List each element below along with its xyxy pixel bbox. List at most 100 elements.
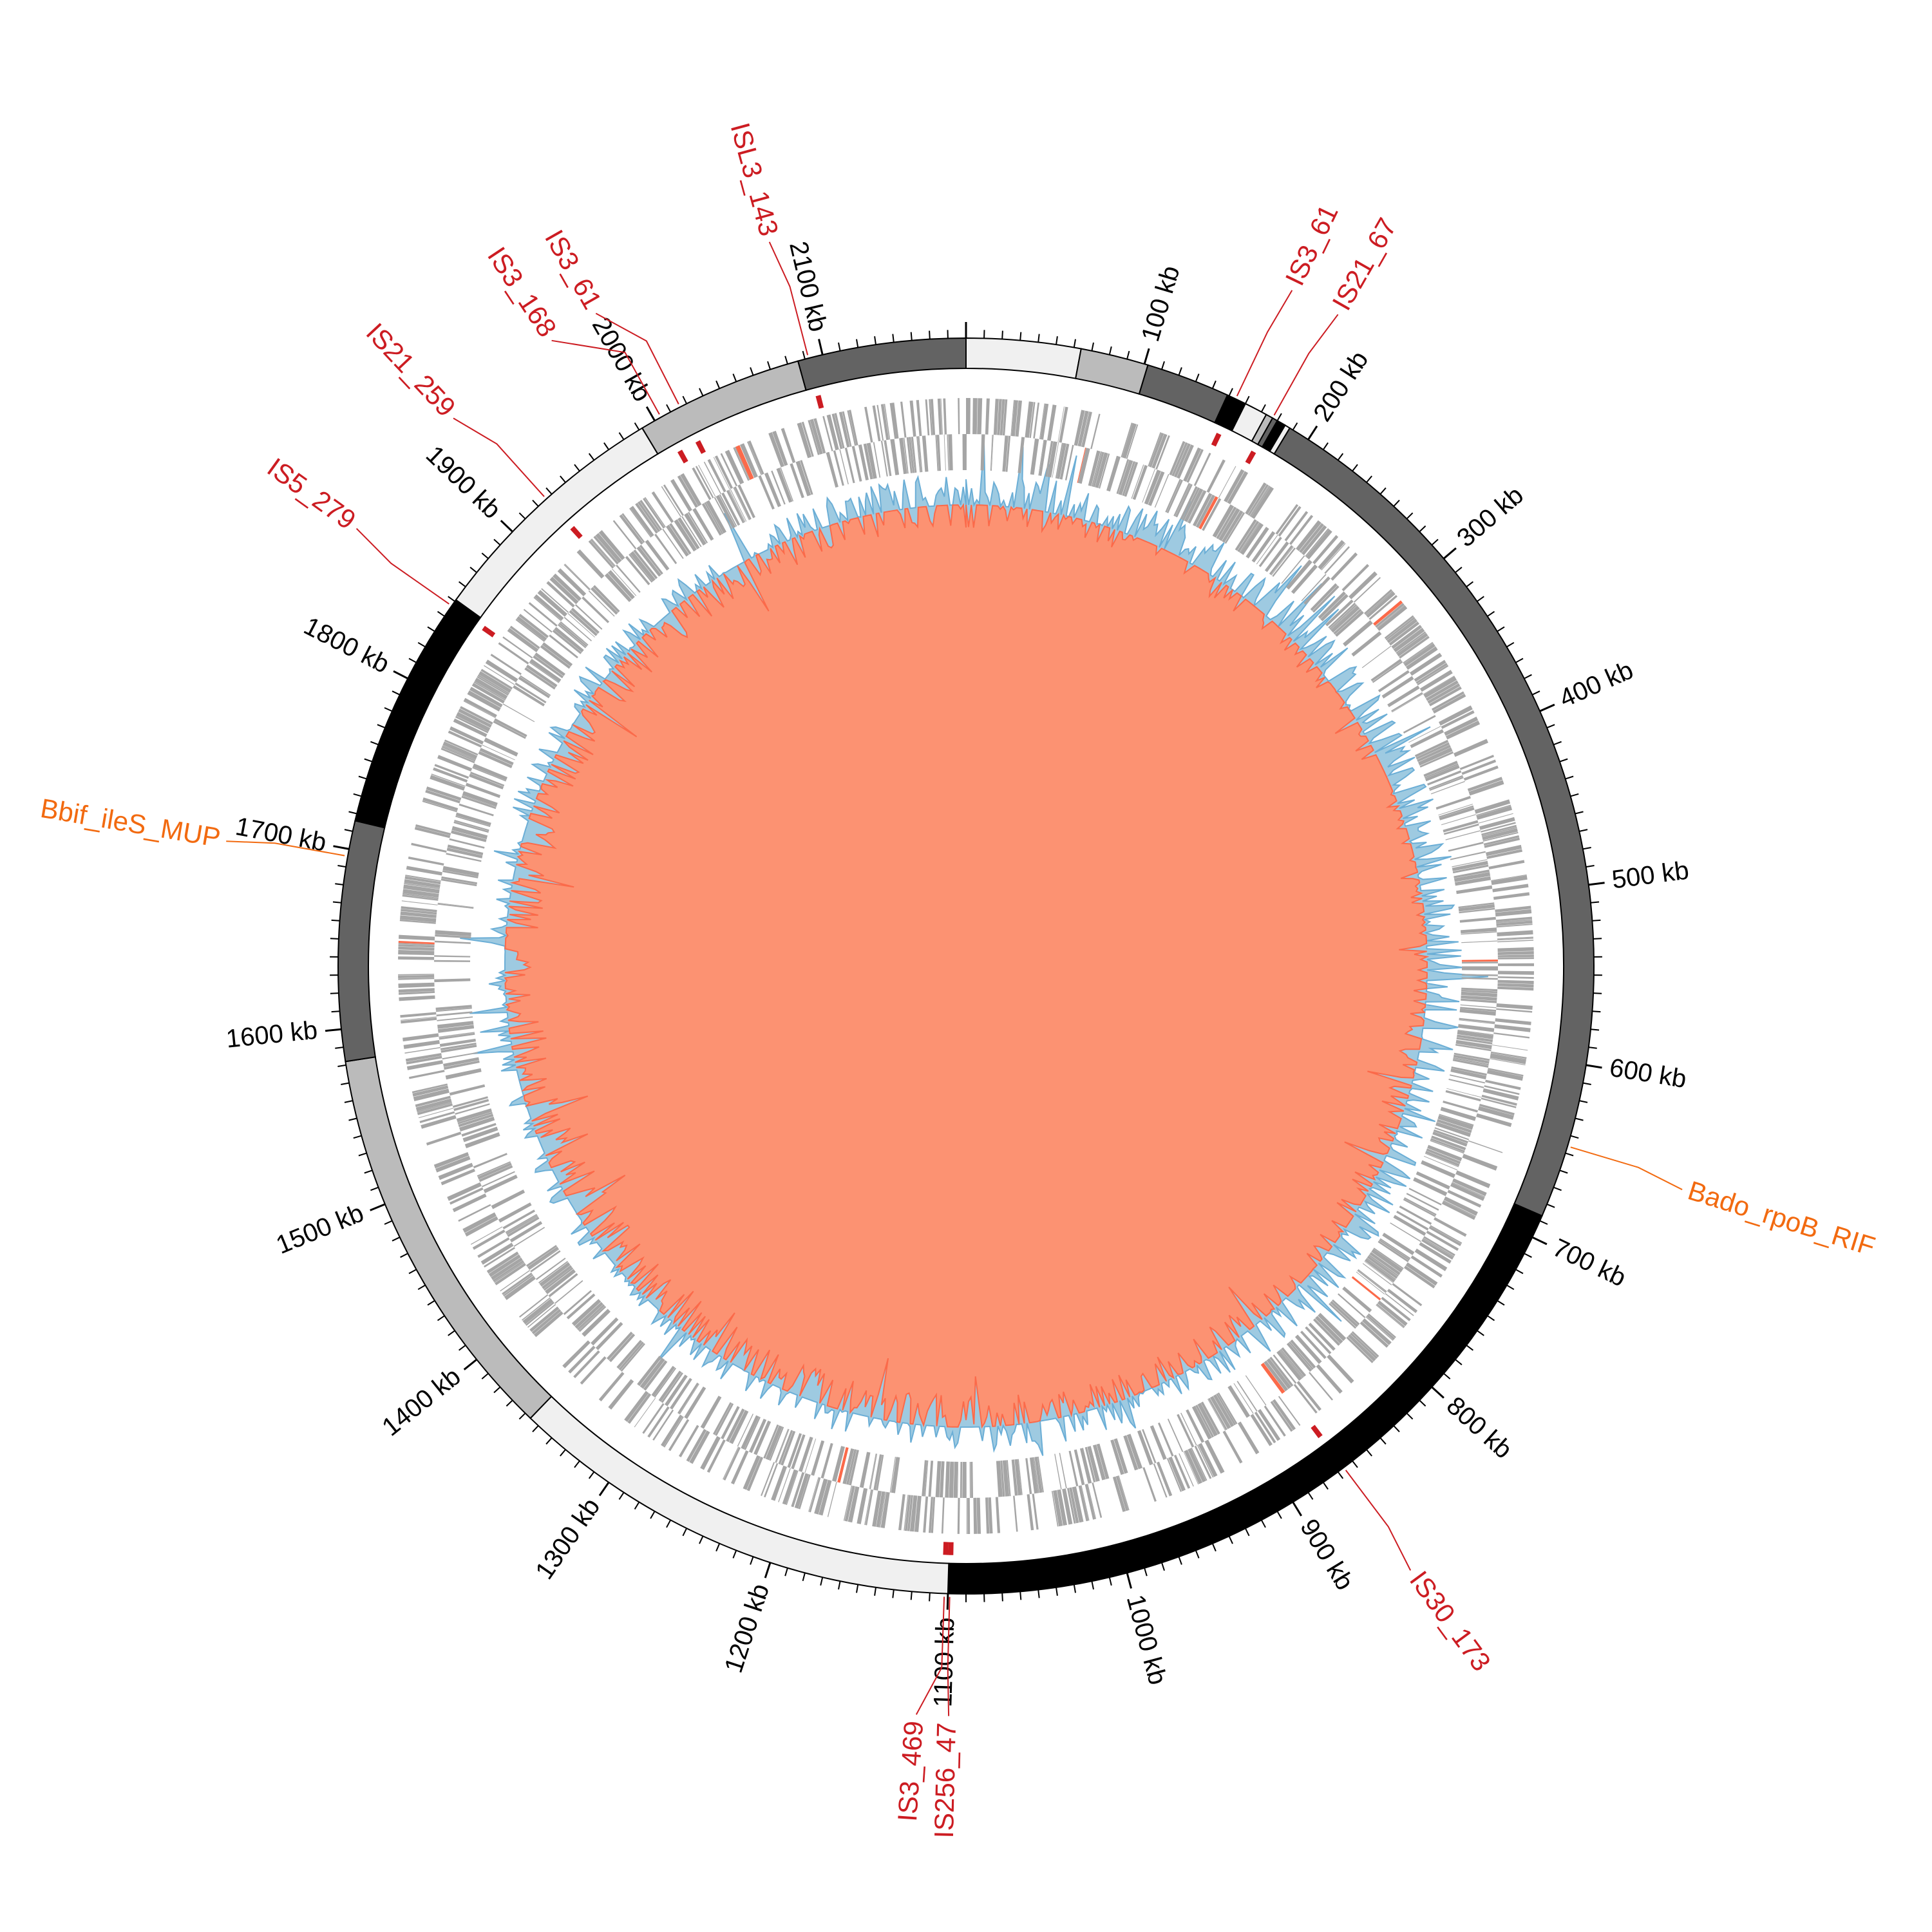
gene-feature (491, 1257, 523, 1280)
gene-feature (1081, 411, 1090, 447)
gene-feature (525, 1302, 554, 1326)
gene-feature (1177, 1414, 1195, 1448)
gene-feature (1403, 643, 1435, 667)
feature-label-line (1345, 1470, 1412, 1571)
gene-feature (889, 1457, 896, 1493)
gene-feature (399, 934, 435, 941)
gene-feature (1461, 931, 1497, 935)
gene-feature (1270, 1401, 1293, 1432)
gene-feature (1330, 605, 1358, 630)
gene-feature (412, 1085, 449, 1097)
gene-feature (534, 594, 564, 621)
gene-feature (1018, 437, 1025, 473)
gene-feature (1450, 1074, 1485, 1084)
gene-feature (1430, 781, 1465, 795)
gene-feature (1425, 763, 1459, 779)
gene-feature (810, 419, 823, 455)
gene-feature (484, 665, 515, 685)
gene-feature (1289, 515, 1314, 545)
gene-feature (624, 1390, 649, 1422)
gene-feature (1375, 603, 1405, 628)
gene-feature (1039, 440, 1047, 476)
minor-tick (910, 332, 913, 341)
gene-feature (1362, 1318, 1392, 1345)
gene-feature (566, 1293, 596, 1320)
gene-feature (1002, 435, 1009, 472)
gene-feature (808, 1477, 819, 1512)
feature-label: ISL3_143 (725, 119, 785, 239)
gene-feature (880, 1492, 890, 1528)
gene-feature (442, 870, 478, 878)
gene-feature (1453, 1057, 1489, 1066)
gene-feature (1029, 402, 1036, 439)
gene-feature (781, 428, 796, 463)
minor-tick (1195, 374, 1200, 382)
gene-feature (1047, 404, 1057, 441)
minor-tick (1211, 380, 1217, 389)
gene-feature (1112, 1476, 1126, 1512)
minor-tick (335, 1046, 344, 1049)
gene-feature (564, 564, 591, 590)
gene-feature (1410, 652, 1443, 676)
minor-tick (1073, 1584, 1076, 1593)
minor-tick (1553, 741, 1562, 746)
minor-tick (1126, 350, 1130, 359)
gene-feature (569, 610, 598, 636)
minor-tick (1260, 1519, 1266, 1528)
gene-feature (462, 1126, 498, 1142)
gene-feature (1488, 860, 1525, 869)
minor-tick (400, 1253, 408, 1258)
gene-feature (1366, 1258, 1396, 1280)
gene-feature (444, 739, 478, 756)
gene-feature (1444, 716, 1479, 736)
gene-feature (398, 956, 435, 960)
gene-feature (1497, 951, 1534, 955)
gene-feature (1271, 546, 1294, 576)
gene-feature (1365, 1316, 1394, 1341)
gene-feature (433, 767, 468, 783)
major-tick (500, 520, 513, 533)
gene-feature (612, 520, 637, 549)
gene-feature (560, 621, 589, 646)
minor-tick (532, 1425, 539, 1432)
minor-tick (1497, 1300, 1505, 1306)
gene-feature (677, 1382, 699, 1414)
gene-feature (966, 1498, 968, 1535)
gene-feature (734, 446, 750, 480)
gene-feature (538, 1261, 569, 1283)
gene-feature (917, 436, 922, 473)
gene-feature (958, 398, 960, 435)
gene-feature (1414, 739, 1449, 757)
gene-feature (1006, 1460, 1011, 1497)
gene-feature (914, 1495, 922, 1532)
gene-feature (1338, 1293, 1366, 1318)
gene-feature (1247, 484, 1269, 516)
gene-feature (444, 1060, 480, 1070)
gene-feature (1490, 1053, 1527, 1060)
tick-label: 1200 kb (719, 1580, 775, 1676)
gene-feature (1173, 1454, 1191, 1489)
gene-feature (834, 413, 845, 449)
gene-feature (437, 1016, 473, 1021)
is-element-marker (1211, 433, 1222, 447)
gene-feature (839, 449, 849, 485)
gene-feature (1054, 1454, 1062, 1490)
gene-feature (484, 737, 518, 757)
gene-feature (857, 1488, 868, 1524)
gene-feature (1047, 441, 1057, 478)
gene-feature (473, 763, 507, 781)
gene-feature (1251, 531, 1276, 563)
gene-feature (484, 1247, 515, 1268)
gene-feature (477, 674, 509, 695)
gene-feature (1310, 583, 1338, 611)
gene-feature (553, 573, 582, 601)
gene-feature (415, 1098, 452, 1112)
gene-feature (437, 902, 474, 908)
gene-feature (661, 486, 681, 517)
gene-feature (1455, 876, 1492, 886)
gene-feature (1423, 1155, 1457, 1171)
gene-feature (1368, 1313, 1396, 1338)
gene-feature (404, 879, 440, 888)
gene-feature (1425, 1153, 1459, 1168)
minor-tick (874, 1587, 876, 1596)
